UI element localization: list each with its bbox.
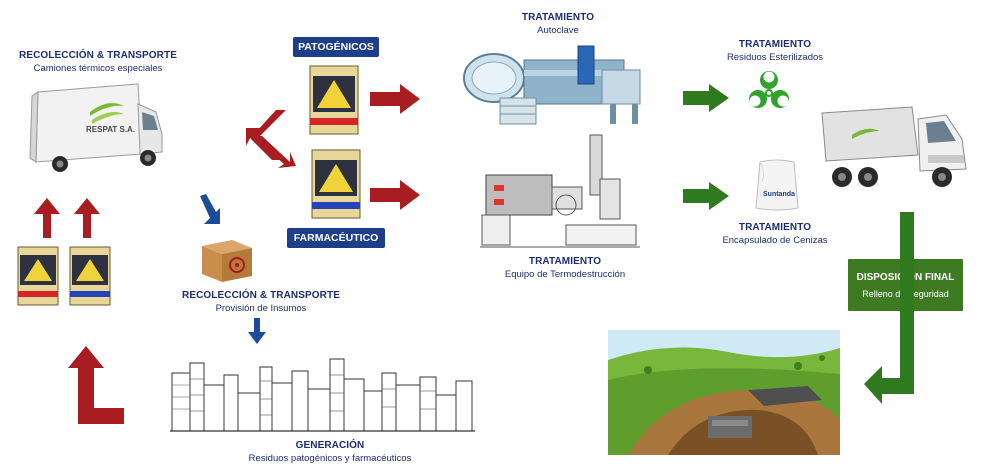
thermodestruction-icon (480, 134, 640, 248)
label-treatment-autoclave: TRATAMIENTO Autoclave (498, 12, 618, 36)
arrow-right-green-1 (683, 84, 729, 112)
label-subtitle: Equipo de Termodestrucción (504, 268, 626, 280)
arrow-right-green-2 (683, 182, 729, 210)
label-treatment-sterilized: TRATAMIENTO Residuos Esterilizados (710, 39, 840, 63)
arrow-down-left-green (864, 212, 914, 404)
label-title: RECOLECCIÓN & TRANSPORTE (19, 50, 177, 61)
ash-bag-icon (755, 159, 799, 211)
landfill-icon (608, 330, 840, 455)
arrow-return-red (68, 346, 124, 424)
pathogenic-box-icon (309, 65, 359, 135)
pharma-box-icon (311, 149, 361, 219)
label-title: TRATAMIENTO (738, 222, 812, 233)
autoclave-icon (463, 45, 641, 125)
city-skyline-icon (170, 358, 475, 432)
arrow-down-blue-1 (200, 194, 220, 224)
label-title: GENERACIÓN (295, 440, 365, 451)
label-subtitle: Encapsulado de Cenizas (722, 234, 828, 246)
label-title: RECOLECCIÓN & TRANSPORTE (182, 290, 340, 301)
arrow-right-pathogenic (370, 84, 420, 114)
tag-pathogenic: PATOGÉNICOS (293, 37, 379, 57)
tag-pharmaceutical: FARMACÉUTICO (287, 228, 385, 248)
label-treatment-ash: TRATAMIENTO Encapsulado de Cenizas (705, 222, 845, 246)
label-subtitle: Camiones térmicos especiales (33, 62, 163, 74)
label-collection-supplies: RECOLECCIÓN & TRANSPORTE Provisión de In… (176, 290, 346, 314)
supply-box-icon (202, 240, 252, 282)
label-title: TRATAMIENTO (521, 12, 595, 23)
label-subtitle: Autoclave (537, 24, 579, 36)
label-title: TRATAMIENTO (528, 256, 602, 267)
label-subtitle: Residuos patogénicos y farmacéuticos (248, 452, 412, 464)
pathogenic-box-icon-left (17, 246, 59, 306)
arrow-split-red (246, 110, 296, 168)
refrigerated-truck-icon (29, 83, 163, 172)
truck-brand-text: RESPAT S.A. (86, 125, 136, 134)
bag-brand-text: Suntanda (763, 191, 795, 198)
dump-truck-icon (821, 106, 967, 187)
arrow-up-red-2 (74, 198, 100, 238)
label-subtitle: Residuos Esterilizados (726, 51, 824, 63)
label-subtitle: Provisión de Insumos (215, 302, 307, 314)
label-collection-trucks: RECOLECCIÓN & TRANSPORTE Camiones térmic… (8, 50, 188, 74)
label-generation: GENERACIÓN Residuos patogénicos y farmac… (210, 440, 450, 464)
pharma-box-icon-left (69, 246, 111, 306)
arrow-down-blue-2 (248, 318, 266, 344)
biohazard-icon (749, 71, 789, 108)
arrow-up-red-1 (34, 198, 60, 238)
label-title: TRATAMIENTO (738, 39, 812, 50)
label-treatment-thermo: TRATAMIENTO Equipo de Termodestrucción (490, 256, 640, 280)
arrow-right-pharma (370, 180, 420, 210)
